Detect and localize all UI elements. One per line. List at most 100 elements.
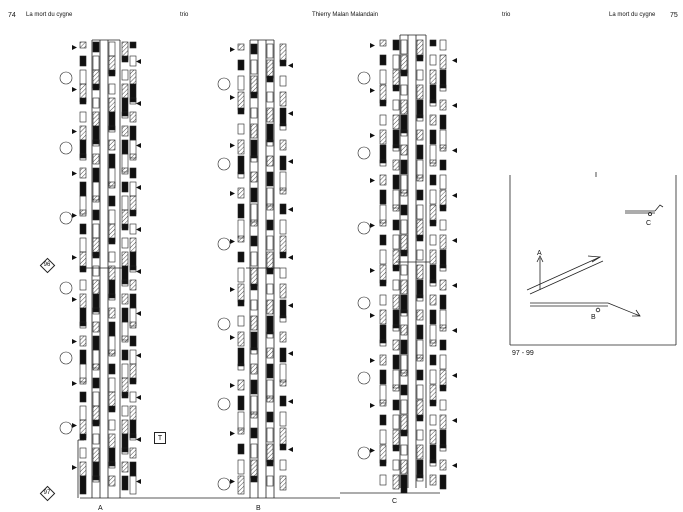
notation-symbol <box>92 251 100 259</box>
notation-symbol <box>266 475 274 487</box>
notation-symbol <box>429 54 437 66</box>
notation-symbol <box>379 159 387 167</box>
notation-symbol <box>237 43 245 51</box>
notation-direction <box>288 399 293 404</box>
notation-direction <box>230 239 235 244</box>
notation-symbol <box>439 159 447 171</box>
notation-symbol <box>129 125 137 141</box>
notation-symbol <box>250 315 258 331</box>
notation-symbol <box>400 324 408 336</box>
notation-symbol <box>237 219 245 239</box>
notation-symbol <box>392 99 400 111</box>
notation-symbol <box>416 99 424 119</box>
notation-symbol <box>79 293 87 309</box>
notation-symbol <box>429 234 437 246</box>
notation-symbol <box>279 379 287 387</box>
notation-symbol <box>237 299 245 307</box>
notation-symbol <box>237 155 245 175</box>
notation-symbol <box>439 204 447 212</box>
notation-symbol <box>237 187 245 199</box>
notation-symbol <box>379 399 387 407</box>
notation-direction <box>72 255 77 260</box>
notation-symbol <box>92 321 100 333</box>
notation-direction <box>136 143 141 148</box>
notation-symbol <box>79 139 87 159</box>
notation-symbol <box>439 384 447 392</box>
notation-symbol <box>79 125 87 141</box>
notation-symbol <box>429 429 437 445</box>
notation-direction <box>72 381 77 386</box>
notation-symbol <box>79 237 87 253</box>
notation-symbol <box>266 395 274 403</box>
notation-symbol <box>129 265 137 273</box>
notation-symbol <box>429 459 437 467</box>
notation-symbol <box>416 429 424 441</box>
notation-symbol <box>416 384 424 400</box>
notation-arc <box>357 146 371 160</box>
notation-symbol <box>121 139 129 155</box>
notation-symbol <box>279 187 287 195</box>
notation-symbol <box>279 395 287 407</box>
notation-symbol <box>250 331 258 351</box>
notation-symbol <box>250 443 258 459</box>
notation-arc <box>59 281 73 295</box>
notation-symbol <box>400 204 408 216</box>
notation-symbol <box>108 461 116 469</box>
notation-symbol <box>429 174 437 186</box>
notation-direction <box>136 101 141 106</box>
notation-symbol <box>237 379 245 391</box>
notation-symbol <box>92 195 100 203</box>
notation-symbol <box>416 249 424 261</box>
notation-symbol <box>79 69 87 85</box>
notation-direction <box>230 479 235 484</box>
notation-symbol <box>266 75 274 83</box>
notation-symbol <box>379 129 387 145</box>
notation-symbol <box>250 171 258 183</box>
notation-symbol <box>92 433 100 445</box>
notation-symbol <box>237 123 245 135</box>
notation-symbol <box>279 235 287 255</box>
notation-symbol <box>129 349 137 365</box>
notation-symbol <box>439 354 447 370</box>
notation-symbol <box>416 234 424 242</box>
notation-symbol <box>266 315 274 335</box>
notation-symbol <box>439 144 447 152</box>
notation-symbol <box>400 309 408 317</box>
notation-symbol <box>92 111 100 127</box>
notation-direction <box>230 191 235 196</box>
notation-direction <box>370 448 375 453</box>
notation-symbol <box>237 107 245 115</box>
notation-symbol <box>266 379 274 399</box>
notation-symbol <box>392 144 400 152</box>
notation-symbol <box>92 167 100 183</box>
notation-symbol <box>279 155 287 171</box>
notation-symbol <box>400 399 408 415</box>
notation-symbol <box>121 223 129 231</box>
notation-symbol <box>400 474 408 494</box>
notation-symbol <box>279 363 287 383</box>
notation-symbol <box>108 349 116 357</box>
notation-symbol <box>400 69 408 77</box>
notation-symbol <box>392 234 400 250</box>
notation-arc <box>59 141 73 155</box>
notation-symbol <box>79 279 87 291</box>
notation-symbol <box>79 349 87 365</box>
notation-symbol <box>429 264 437 284</box>
notation-symbol <box>108 475 116 487</box>
notation-symbol <box>121 111 129 119</box>
notation-symbol <box>250 379 258 395</box>
notation-symbol <box>439 324 447 332</box>
notation-symbol <box>416 54 424 62</box>
notation-symbol <box>279 443 287 451</box>
notation-direction <box>452 373 457 378</box>
notation-direction <box>230 287 235 292</box>
staff-marker-c: C <box>392 498 398 505</box>
notation-symbol <box>279 59 287 67</box>
notation-symbol <box>439 84 447 92</box>
notation-symbol <box>129 377 137 385</box>
notation-symbol <box>108 237 116 245</box>
notation-symbol <box>266 427 274 443</box>
notation-direction <box>136 59 141 64</box>
notation-symbol <box>379 309 387 325</box>
notation-symbol <box>121 433 129 453</box>
